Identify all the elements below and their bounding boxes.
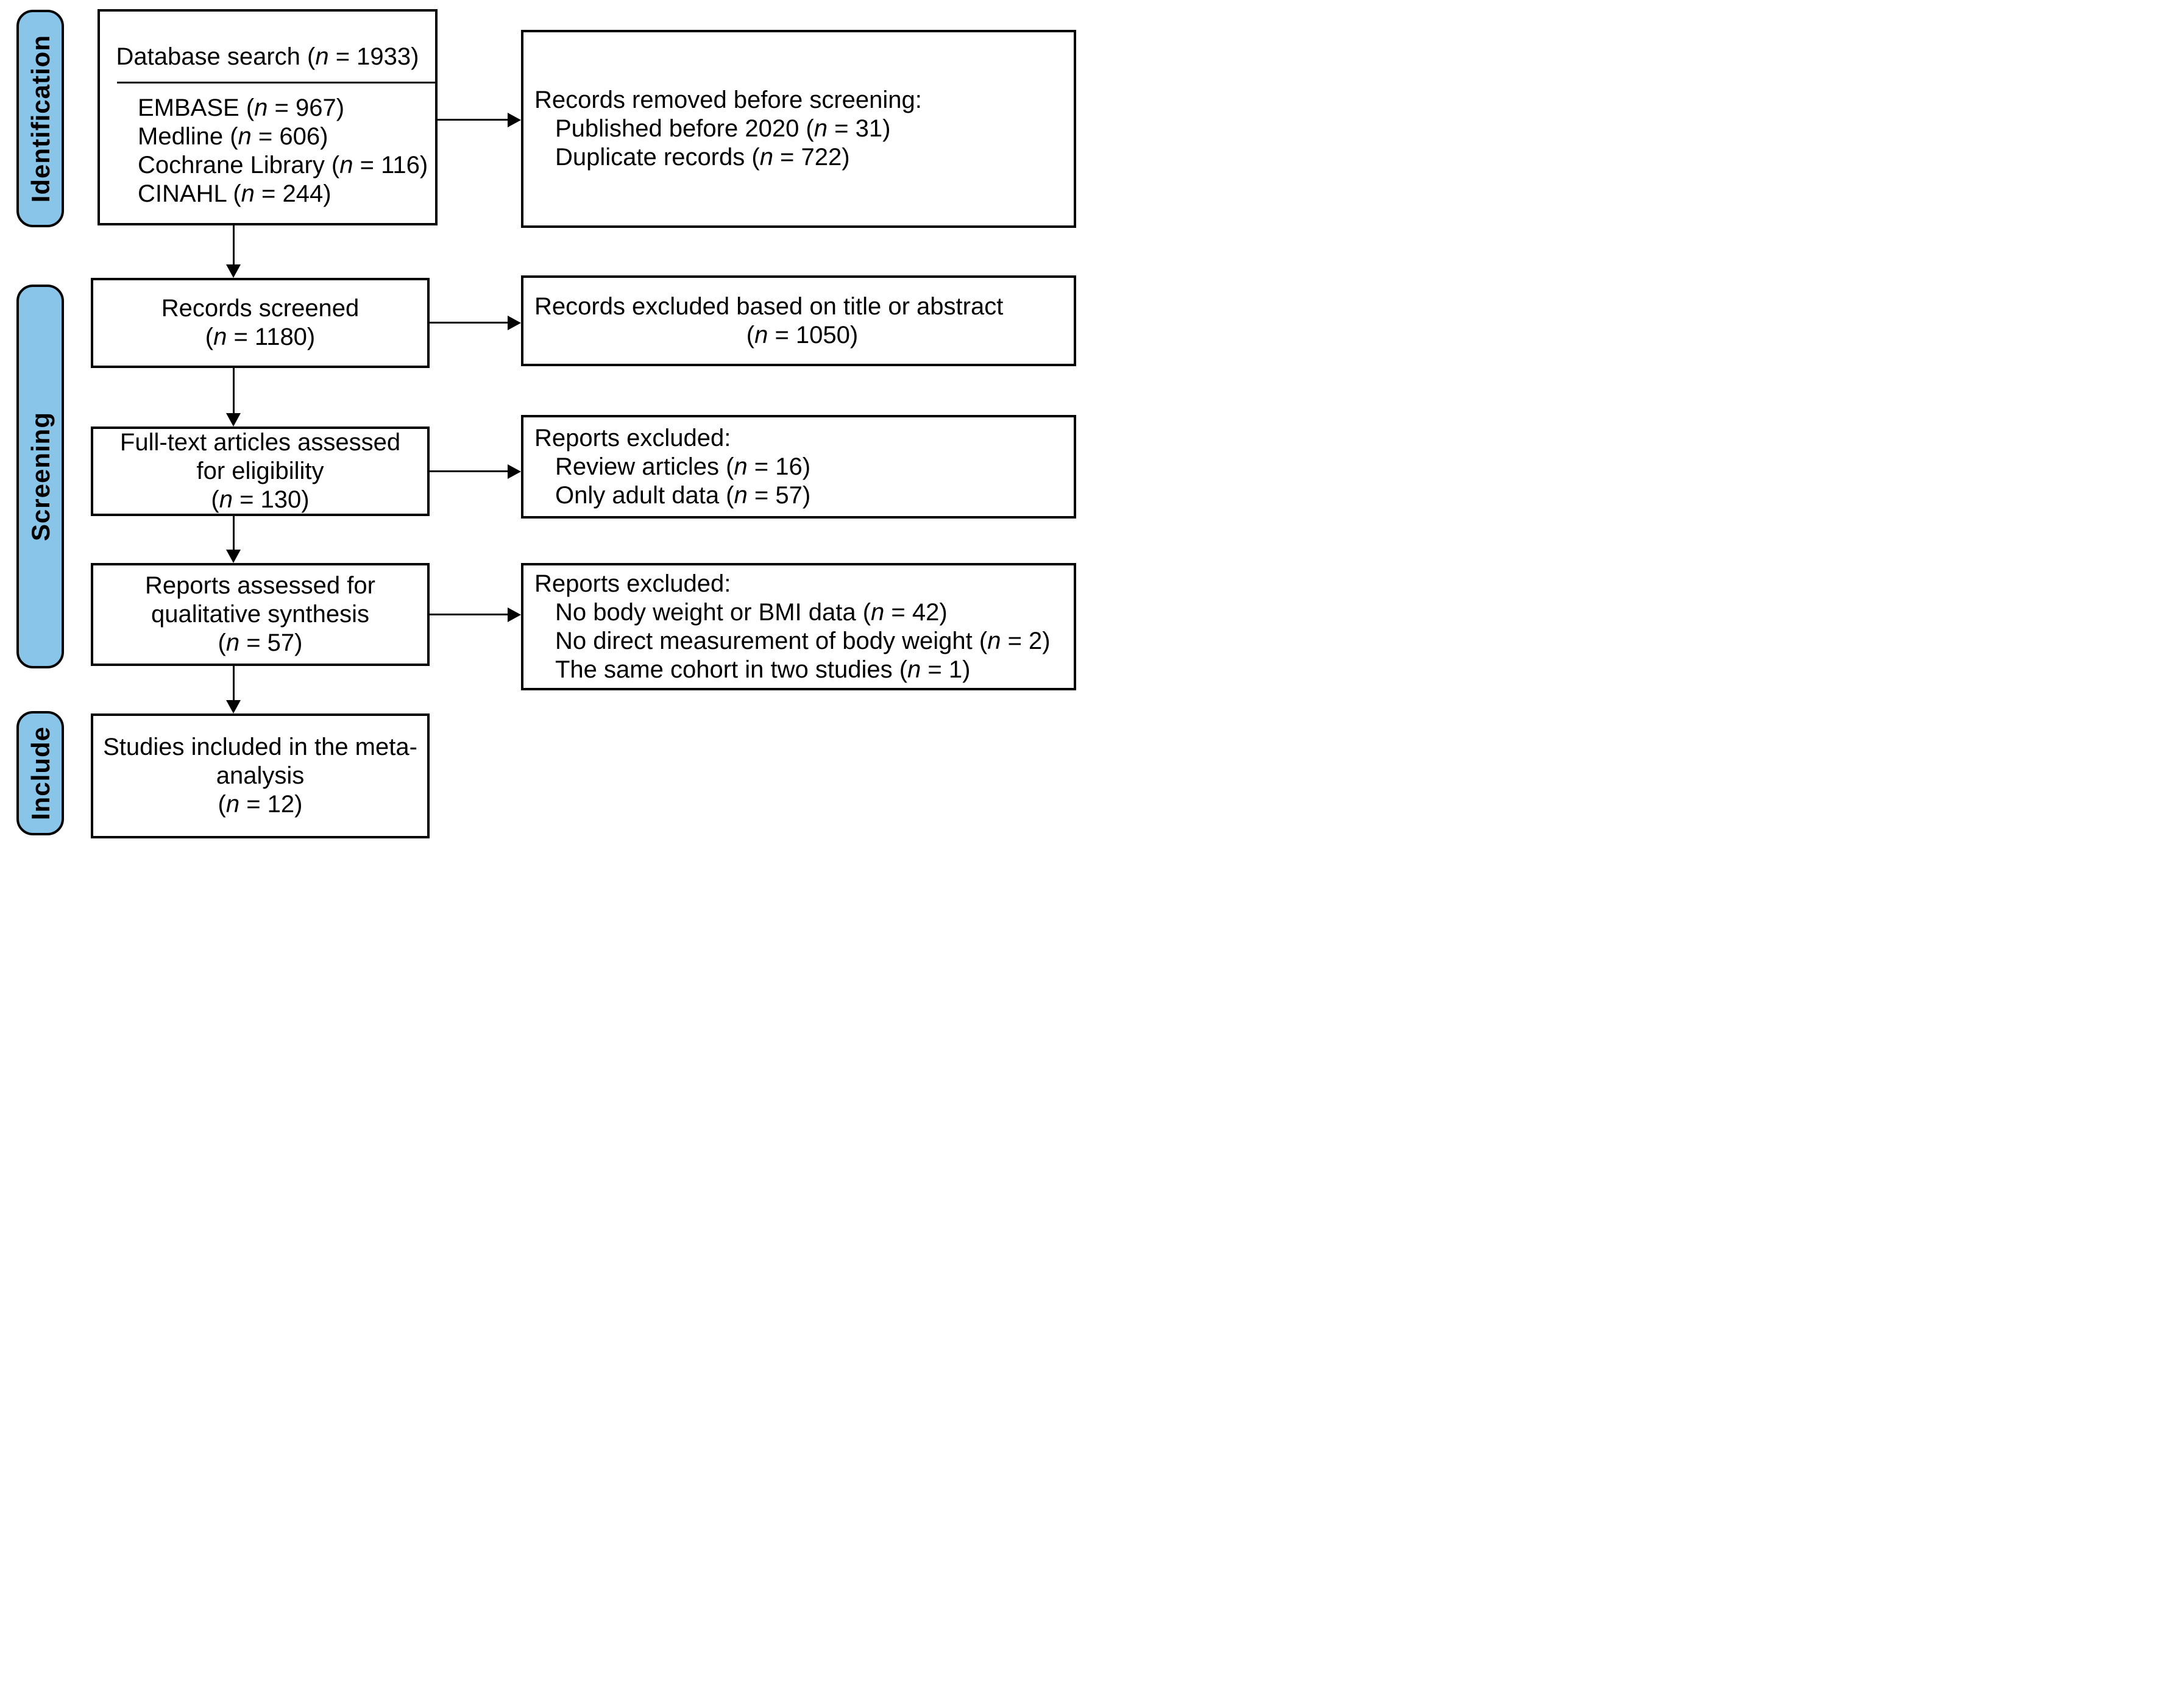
reports-excluded-item-nodirect: No direct measurement of body weight (n … xyxy=(555,627,1051,654)
arrowhead-icon xyxy=(508,464,521,479)
reports-excluded-synthesis-title: Reports excluded: xyxy=(534,570,731,597)
fulltext-count: (n = 130) xyxy=(211,486,310,513)
records-excluded-count: (n = 1050) xyxy=(746,321,859,349)
database-item-medline: Medline (n = 606) xyxy=(138,123,328,150)
studies-included-count: (n = 12) xyxy=(218,791,303,818)
arrow-database-to-records-removed xyxy=(438,119,508,121)
arrow-assessed-to-included xyxy=(233,666,235,701)
divider-line xyxy=(117,82,435,83)
reports-excluded-item-nobmi: No body weight or BMI data (n = 42) xyxy=(555,598,948,626)
stage-label-screening: Screening xyxy=(26,411,55,542)
arrow-database-to-screened xyxy=(233,225,235,266)
records-screened-line1: Records screened xyxy=(161,295,360,322)
arrow-fulltext-to-reports-excluded xyxy=(430,470,508,472)
arrowhead-icon xyxy=(226,700,241,713)
arrow-assessed-to-reports-excluded xyxy=(430,614,508,615)
stage-bar-screening: Screening xyxy=(16,285,64,668)
box-database-search: Database search (n = 1933) EMBASE (n = 9… xyxy=(98,9,438,225)
box-reports-excluded-fulltext: Reports excluded: Review articles (n = 1… xyxy=(521,415,1076,519)
reports-excluded-item-adult: Only adult data (n = 57) xyxy=(555,481,811,509)
studies-included-line1: Studies included in the meta- xyxy=(103,734,417,760)
arrow-fulltext-to-assessed xyxy=(233,516,235,550)
stage-bar-include: Include xyxy=(16,711,64,835)
arrowhead-icon xyxy=(508,607,521,622)
records-excluded-line1: Records excluded based on title or abstr… xyxy=(534,292,1004,320)
database-item-cochrane: Cochrane Library (n = 116) xyxy=(138,152,428,179)
studies-included-line2: analysis xyxy=(216,762,305,789)
box-reports-assessed: Reports assessed for qualitative synthes… xyxy=(91,563,430,666)
arrowhead-icon xyxy=(226,264,241,278)
arrowhead-icon xyxy=(226,413,241,427)
arrowhead-icon xyxy=(508,316,521,330)
prisma-flow-diagram: Identification Screening Include Databas… xyxy=(0,0,1092,852)
box-records-removed: Records removed before screening: Publis… xyxy=(521,30,1076,228)
reports-excluded-fulltext-title: Reports excluded: xyxy=(534,424,731,451)
stage-label-identification: Identification xyxy=(26,34,55,203)
reports-excluded-item-samecohort: The same cohort in two studies (n = 1) xyxy=(555,656,971,683)
database-item-embase: EMBASE (n = 967) xyxy=(138,94,345,121)
database-item-cinahl: CINAHL (n = 244) xyxy=(138,180,332,207)
reports-assessed-count: (n = 57) xyxy=(218,629,303,656)
box-records-excluded-title-abstract: Records excluded based on title or abstr… xyxy=(521,275,1076,366)
records-screened-count: (n = 1180) xyxy=(205,324,316,350)
arrow-screened-to-fulltext xyxy=(233,368,235,414)
reports-assessed-line1: Reports assessed for xyxy=(145,572,375,599)
fulltext-line2: for eligibility xyxy=(196,458,324,484)
arrowhead-icon xyxy=(508,113,521,127)
box-studies-included: Studies included in the meta- analysis (… xyxy=(91,713,430,838)
stage-label-include: Include xyxy=(26,726,55,821)
box-records-screened: Records screened (n = 1180) xyxy=(91,278,430,368)
records-removed-item-published: Published before 2020 (n = 31) xyxy=(555,115,891,142)
reports-excluded-item-review: Review articles (n = 16) xyxy=(555,453,811,480)
records-removed-title: Records removed before screening: xyxy=(534,87,922,113)
database-search-title: Database search (n = 1933) xyxy=(116,43,419,70)
records-removed-item-duplicates: Duplicate records (n = 722) xyxy=(555,144,850,171)
box-reports-excluded-synthesis: Reports excluded: No body weight or BMI … xyxy=(521,563,1076,690)
fulltext-line1: Full-text articles assessed xyxy=(119,429,401,456)
reports-assessed-line2: qualitative synthesis xyxy=(151,601,369,628)
box-fulltext-assessed: Full-text articles assessed for eligibil… xyxy=(91,427,430,516)
arrow-screened-to-records-excluded xyxy=(430,322,508,324)
stage-bar-identification: Identification xyxy=(16,10,64,227)
arrowhead-icon xyxy=(226,550,241,563)
